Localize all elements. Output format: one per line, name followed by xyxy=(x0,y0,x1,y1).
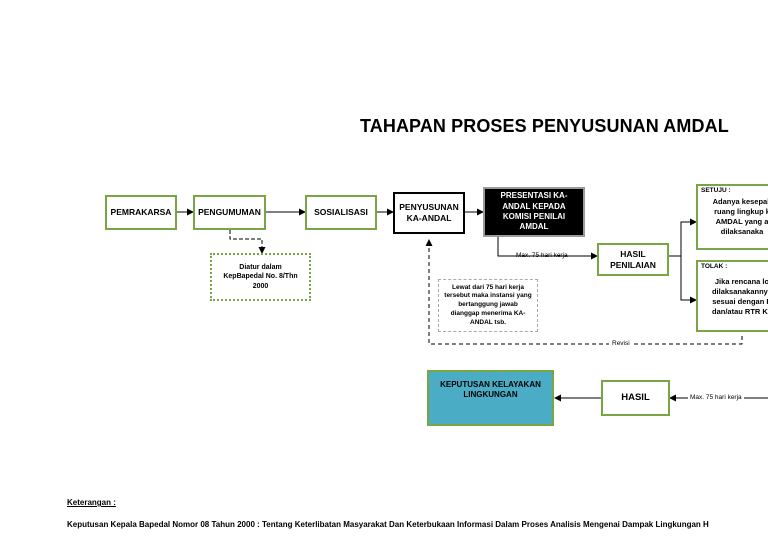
setuju-line-3: AMDAL yang a xyxy=(715,217,768,227)
note-kepbapedal: Diatur dalam KepBapedal No. 8/Thn 2000 xyxy=(210,253,311,301)
tolak-line-2: dilaksanakannya xyxy=(711,286,768,296)
setuju-line-4: dilaksanaka xyxy=(720,227,764,237)
node-penyusunan-ka-andal: PENYUSUNAN KA-ANDAL xyxy=(393,192,465,234)
node-presentasi: PRESENTASI KA-ANDAL KEPADA KOMISI PENILA… xyxy=(483,187,585,237)
dashed-revisi-loop xyxy=(425,239,743,345)
dashed-pengumuman-note xyxy=(229,230,266,254)
setuju-line-1: Adanya kesepak xyxy=(712,196,768,206)
label-max-75-hari-1: Max. 75 hari kerja xyxy=(516,252,568,259)
node-pengumuman: PENGUMUMAN xyxy=(193,195,266,230)
tolak-line-3: sesuai dengan R xyxy=(712,297,768,307)
keterangan-text: Keputusan Kepala Bapedal Nomor 08 Tahun … xyxy=(67,520,709,529)
tolak-line-1: Jika rencana lo xyxy=(714,276,768,286)
node-pemrakarsa: PEMRAKARSA xyxy=(105,195,177,230)
label-max-75-hari-2: Max. 75 hari kerja xyxy=(688,394,744,401)
node-hasil-penilaian: HASIL PENILAIAN xyxy=(597,243,669,276)
note-lewat-75-hari: Lewat dari 75 hari kerja tersebut maka i… xyxy=(438,279,538,332)
arrow-presentasi-hasil-penilaian xyxy=(497,237,598,260)
tolak-line-4: dan/atau RTR Ka xyxy=(711,307,768,317)
node-sosialisasi: SOSIALISASI xyxy=(305,195,377,230)
diagram-title: TAHAPAN PROSES PENYUSUNAN AMDAL xyxy=(360,116,729,136)
label-revisi: Revisi xyxy=(609,340,633,347)
arrow-to-tolak xyxy=(680,256,697,304)
node-hasil: HASIL xyxy=(601,380,670,416)
setuju-line-2: ruang lingkup k xyxy=(714,206,768,216)
box-setuju: SETUJU : Adanya kesepak ruang lingkup k … xyxy=(696,184,768,250)
tolak-header: TOLAK : xyxy=(701,263,728,270)
node-keputusan-kelayakan: KEPUTUSAN KELAYAKAN LINGKUNGAN xyxy=(427,370,554,426)
box-tolak: TOLAK : Jika rencana lo dilaksanakannya … xyxy=(696,260,768,332)
arrow-to-setuju xyxy=(680,218,697,256)
setuju-header: SETUJU : xyxy=(701,187,731,194)
keterangan-heading: Keterangan : xyxy=(67,498,116,507)
